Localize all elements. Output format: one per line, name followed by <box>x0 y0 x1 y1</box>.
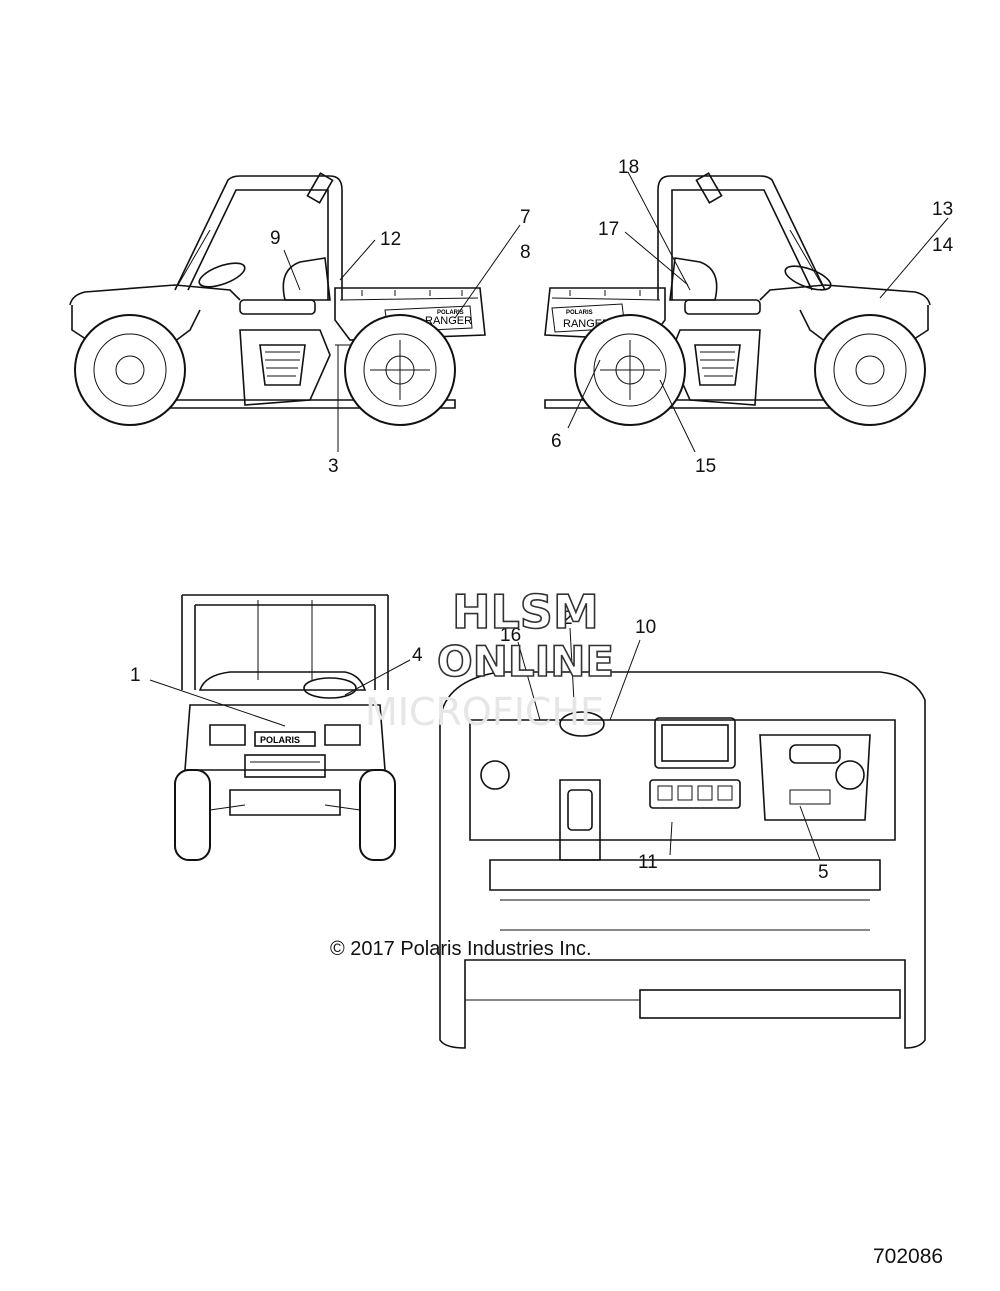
front-brand-badge <box>254 731 316 747</box>
watermark-line2: ONLINE <box>437 637 614 686</box>
vehicle-front-view: POLARIS <box>149 594 411 861</box>
callout-11: 11 <box>638 852 658 873</box>
brand-decal-left: POLARIS <box>437 310 464 316</box>
callout-3: 3 <box>328 456 339 477</box>
callout-18: 18 <box>618 157 639 178</box>
watermark-line1: HLSM <box>452 585 599 639</box>
callout-14: 14 <box>932 235 954 256</box>
callout-1: 1 <box>130 665 141 686</box>
mirror-icon <box>306 172 334 204</box>
watermark: HLSM ONLINE MICROFICHE <box>365 584 615 734</box>
dashboard-top-view <box>439 627 926 1049</box>
watermark-line3: MICROFICHE <box>365 690 604 734</box>
callout-9: 9 <box>270 228 281 249</box>
callout-8: 8 <box>520 242 531 263</box>
ranger-decal-text-left: RANGER <box>425 315 472 327</box>
callout-2: 2 <box>562 608 573 629</box>
callout-15: 15 <box>695 456 716 477</box>
brand-decal-right: POLARIS <box>566 310 593 316</box>
copyright-text: © 2017 Polaris Industries Inc. <box>330 938 592 960</box>
callout-17: 17 <box>598 219 619 240</box>
vehicle-right-side-view: RANGER POLARIS <box>544 171 949 453</box>
figure-number: 702086 <box>873 1245 943 1268</box>
callout-5: 5 <box>818 862 829 883</box>
callout-13: 13 <box>932 199 953 220</box>
glovebox-decal <box>789 789 831 805</box>
callout-7: 7 <box>520 207 531 228</box>
callout-10: 10 <box>635 617 656 638</box>
callout-4: 4 <box>412 645 423 666</box>
front-brand-text: POLARIS <box>260 735 300 745</box>
callout-labels: 1 2 3 4 5 6 7 8 9 10 11 12 13 14 15 16 1… <box>130 157 954 883</box>
vehicle-left-side-view: RANGER POLARIS <box>69 172 521 452</box>
callout-6: 6 <box>551 431 562 452</box>
callout-12: 12 <box>380 229 401 250</box>
callout-16: 16 <box>500 625 521 646</box>
mirror-icon <box>695 172 723 204</box>
